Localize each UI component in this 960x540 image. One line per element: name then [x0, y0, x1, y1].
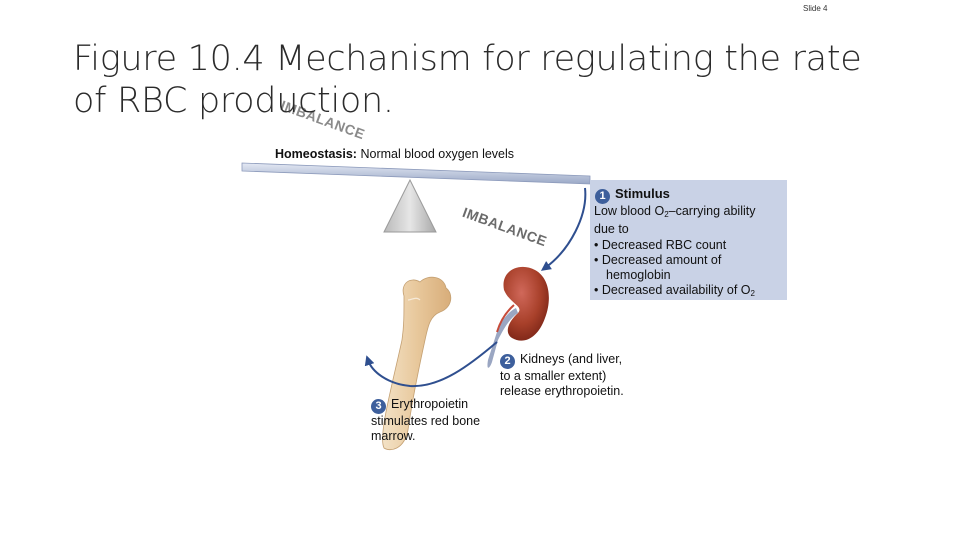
- homeostasis-label: Homeostasis: Normal blood oxygen levels: [275, 147, 514, 161]
- stimulus-line-1-post: –carrying ability: [668, 204, 756, 218]
- step-2-badge: 2: [500, 354, 515, 369]
- fulcrum-icon: [383, 178, 437, 233]
- title-line-1: Figure 10.4 Mechanism for regulating the…: [73, 39, 862, 79]
- step-3-line-1: 3 Erythropoietin: [371, 397, 480, 414]
- step-3-line-3: marrow.: [371, 429, 416, 444]
- step-3-line-1-text: Erythropoietin: [391, 397, 469, 411]
- stimulus-line-6-pre: • Decreased availability of O: [594, 283, 751, 298]
- homeostasis-heading: Homeostasis:: [275, 147, 357, 161]
- homeostasis-text: Normal blood oxygen levels: [360, 147, 515, 161]
- stimulus-line-2: due to: [594, 222, 629, 237]
- step-3-badge: 3: [371, 399, 386, 414]
- stimulus-line-1-sub: 2: [664, 210, 669, 219]
- step-2-line-2: to a smaller extent): [500, 369, 607, 383]
- stimulus-box: [590, 180, 787, 300]
- page-title: Figure 10.4 Mechanism for regulating the…: [73, 38, 913, 122]
- step-3-line-2: stimulates red bone: [371, 414, 481, 428]
- step-2-line-1: 2 Kidneys (and liver,: [500, 352, 624, 369]
- step-1-badge: 1: [595, 189, 610, 204]
- stimulus-line-3: • Decreased RBC count: [594, 237, 727, 252]
- stimulus-line-6: • Decreased availability of O2: [594, 283, 755, 301]
- stimulus-text: Low blood O2–carrying ability due to • D…: [594, 204, 755, 302]
- bone-icon: [382, 276, 452, 451]
- stimulus-line-6-sub: 2: [750, 289, 755, 299]
- slide-number: Slide 4: [803, 4, 828, 13]
- stimulus-line-5: hemoglobin: [606, 268, 671, 283]
- arrow-icon: [364, 341, 498, 388]
- seesaw-icon: [241, 162, 591, 185]
- stimulus-title: Stimulus: [615, 186, 670, 201]
- arrow-icon: [540, 187, 587, 271]
- step-2-text: 2 Kidneys (and liver, to a smaller extent…: [500, 352, 624, 400]
- stimulus-line-1: Low blood O2–carrying ability: [594, 204, 755, 222]
- stimulus-line-1-pre: Low blood O: [594, 204, 665, 218]
- step-2-line-1-text: Kidneys (and liver,: [520, 352, 623, 366]
- step-3-text: 3 Erythropoietin stimulates red bone marr…: [371, 397, 480, 445]
- stimulus-line-4: • Decreased amount of: [594, 252, 722, 267]
- title-line-2: of RBC production.: [73, 81, 394, 121]
- step-2-line-3: release erythropoietin.: [500, 384, 624, 399]
- kidney-icon: [487, 266, 549, 368]
- stimulus-heading: 1 Stimulus: [595, 186, 670, 204]
